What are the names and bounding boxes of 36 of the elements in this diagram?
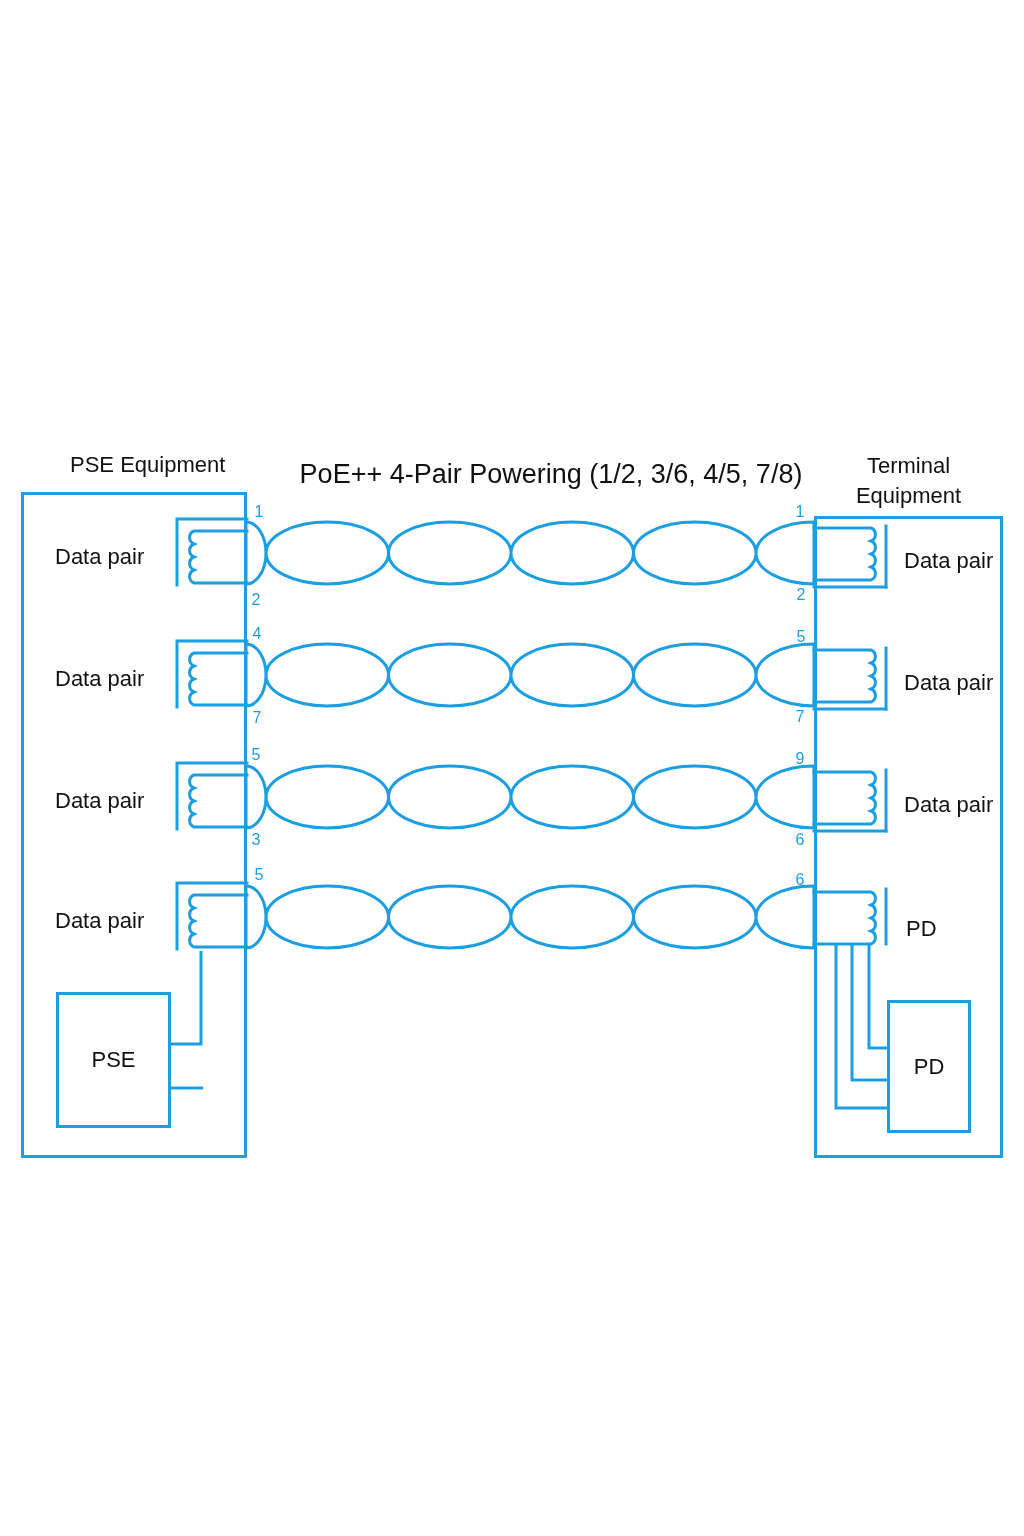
wire <box>850 945 887 1082</box>
pin-number: 7 <box>252 709 262 727</box>
pair-label: Data pair <box>904 792 994 818</box>
device-label: PD <box>906 916 937 942</box>
pin-number: 1 <box>254 503 264 521</box>
wire <box>834 945 887 1110</box>
equipment-heading: PSE Equipment <box>70 451 226 479</box>
diagram-title: PoE++ 4-Pair Powering (1/2, 3/6, 4/5, 7/8) <box>299 458 803 490</box>
pin-number: 6 <box>795 831 805 849</box>
pair-label: Data pair <box>55 788 145 814</box>
device-box: PSE <box>56 992 171 1128</box>
wire <box>171 1086 203 1090</box>
pin-number: 9 <box>795 750 805 768</box>
pin-number: 5 <box>796 628 806 646</box>
equipment-heading: Terminal Equipment <box>854 452 963 510</box>
pair-label: Data pair <box>904 670 994 696</box>
pin-number: 1 <box>795 503 805 521</box>
twisted-pair-cable <box>244 642 816 708</box>
twisted-pair-cable <box>244 884 816 950</box>
pin-number: 4 <box>252 625 262 643</box>
pin-number: 3 <box>251 831 261 849</box>
pin-number: 5 <box>251 746 261 764</box>
pair-label: Data pair <box>904 548 994 574</box>
pin-number: 6 <box>795 871 805 889</box>
pair-label: Data pair <box>55 908 145 934</box>
pin-number: 2 <box>251 591 261 609</box>
twisted-pair-cable <box>244 520 816 586</box>
pin-number: 2 <box>796 586 806 604</box>
twisted-pair-cable <box>244 764 816 830</box>
pin-number: 5 <box>254 866 264 884</box>
pin-number: 7 <box>795 708 805 726</box>
wire <box>171 951 203 1046</box>
pair-label: Data pair <box>55 544 145 570</box>
device-box: PD <box>887 1000 971 1133</box>
pair-label: Data pair <box>55 666 145 692</box>
wire <box>867 945 887 1050</box>
